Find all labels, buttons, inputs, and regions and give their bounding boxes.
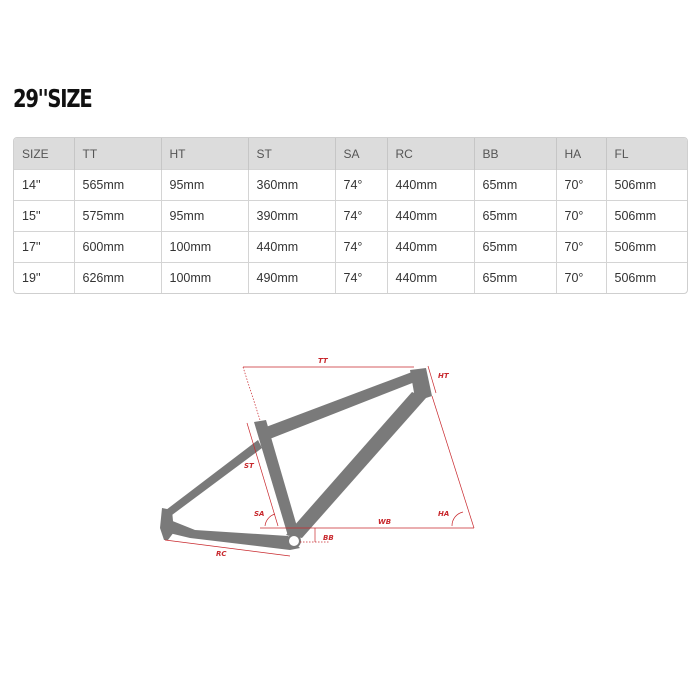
label-wb: WB [378,518,391,526]
cell: 440mm [248,231,336,263]
header-bb: BB [474,138,557,170]
geometry-table: SIZE TT HT ST SA RC BB HA FL 14'' 565mm … [13,137,688,294]
cell: 600mm [74,231,162,263]
table-row: 15'' 575mm 95mm 390mm 74° 440mm 65mm 70°… [14,200,687,232]
cell: 506mm [606,262,687,293]
cell: 65mm [474,169,557,201]
cell: 100mm [161,262,249,293]
label-bb: BB [323,534,334,542]
table-header-row: SIZE TT HT ST SA RC BB HA FL [14,138,687,170]
cell: 70° [556,169,607,201]
label-st: ST [244,462,255,470]
header-fl: FL [606,138,687,170]
cell: 95mm [161,169,249,201]
cell: 565mm [74,169,162,201]
label-ha: HA [438,510,449,518]
page-title: 29''SIZE [13,84,93,113]
cell: 100mm [161,231,249,263]
table-row: 19'' 626mm 100mm 490mm 74° 440mm 65mm 70… [14,262,687,293]
cell: 390mm [248,200,336,232]
cell: 70° [556,231,607,263]
cell: 65mm [474,262,557,293]
header-ha: HA [556,138,607,170]
cell: 70° [556,262,607,293]
cell: 17'' [14,231,75,263]
cell: 490mm [248,262,336,293]
label-ht: HT [438,372,450,380]
label-tt: TT [318,357,329,365]
cell: 19'' [14,262,75,293]
cell: 65mm [474,231,557,263]
cell: 440mm [387,200,475,232]
header-sa: SA [335,138,388,170]
cell: 74° [335,200,388,232]
cell: 95mm [161,200,249,232]
cell: 506mm [606,200,687,232]
table-row: 14'' 565mm 95mm 360mm 74° 440mm 65mm 70°… [14,169,687,201]
header-tt: TT [74,138,162,170]
header-ht: HT [161,138,249,170]
cell: 440mm [387,231,475,263]
header-st: ST [248,138,336,170]
header-rc: RC [387,138,475,170]
cell: 626mm [74,262,162,293]
cell: 575mm [74,200,162,232]
cell: 70° [556,200,607,232]
cell: 15'' [14,200,75,232]
cell: 440mm [387,169,475,201]
cell: 440mm [387,262,475,293]
header-size: SIZE [14,138,75,170]
cell: 74° [335,169,388,201]
frame-geometry-diagram: TT HT ST SA WB HA BB RC [160,357,475,558]
cell: 506mm [606,169,687,201]
table-row: 17'' 600mm 100mm 440mm 74° 440mm 65mm 70… [14,231,687,263]
cell: 74° [335,231,388,263]
label-rc: RC [216,550,227,558]
bike-frame-icon [160,368,432,550]
cell: 74° [335,262,388,293]
cell: 65mm [474,200,557,232]
cell: 506mm [606,231,687,263]
dimension-lines [164,365,475,557]
bottom-bracket-icon [287,534,301,548]
cell: 14'' [14,169,75,201]
label-sa: SA [254,510,264,518]
cell: 360mm [248,169,336,201]
